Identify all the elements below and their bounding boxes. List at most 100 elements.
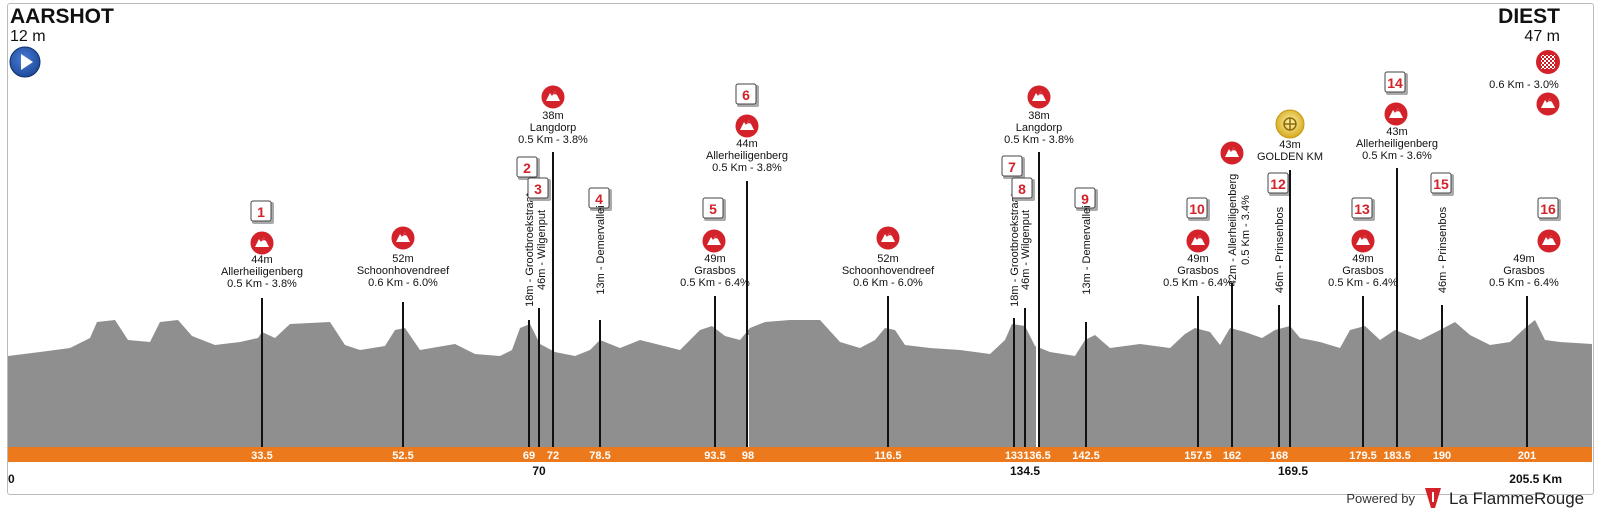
climb-number-box <box>1537 197 1559 219</box>
climb-stat: 0.6 Km - 6.0% <box>853 277 923 289</box>
climb-number-box <box>250 200 272 222</box>
climb-stat: 0.5 Km - 6.4% <box>1328 277 1398 289</box>
km-marker-label: 179.5 <box>1349 450 1377 462</box>
km-sub-label: 169.5 <box>1278 464 1308 478</box>
climb-name: Allerheiligenberg <box>221 266 303 278</box>
climb-stat: 0.5 Km - 6.4% <box>680 277 750 289</box>
climb-stat: 0.5 Km - 3.8% <box>1004 134 1074 146</box>
climb-name: Grasbos <box>1503 265 1545 277</box>
climb-stat: 0.5 Km - 3.6% <box>1362 150 1432 162</box>
axis-start-label: 0 <box>8 472 15 486</box>
axis-end-label: 205.5 Km <box>1509 472 1562 486</box>
climb-vertical-stat: 0.5 Km - 3.4% <box>1240 195 1252 265</box>
km-marker-label: 190 <box>1433 450 1451 462</box>
climb-altitude: 52m <box>392 253 413 265</box>
km-marker-label: 183.5 <box>1383 450 1411 462</box>
climb-stat: 0.5 Km - 3.8% <box>227 278 297 290</box>
km-marker-label: 69 <box>523 450 535 462</box>
climb-stat: 0.5 Km - 6.4% <box>1489 277 1559 289</box>
climb-altitude: 49m <box>1352 253 1373 265</box>
climb-stat: 0.5 Km - 6.4% <box>1163 277 1233 289</box>
climb-number: 16 <box>1540 201 1556 217</box>
climb-name: GOLDEN KM <box>1257 151 1323 163</box>
climb-altitude: 44m <box>736 138 757 150</box>
climb-number-box <box>1011 177 1033 199</box>
mountain-icon <box>1026 84 1052 110</box>
flammerouge-logo-icon <box>1425 488 1441 508</box>
climb-vertical-label: 13m - Demervallei <box>1081 205 1093 294</box>
profile-frame <box>7 3 1594 495</box>
climb-number-box <box>1074 187 1096 209</box>
climb-name: Grasbos <box>1177 265 1219 277</box>
climb-altitude: 49m <box>1187 253 1208 265</box>
km-marker-label: 157.5 <box>1184 450 1212 462</box>
climb-vertical-label: 18m - Grootbroekstraat <box>524 193 536 307</box>
climb-number-box <box>527 177 549 199</box>
mountain-icon <box>701 228 727 254</box>
climb-altitude: 38m <box>542 110 563 122</box>
km-marker-label: 72 <box>547 450 559 462</box>
start-play-icon <box>9 46 41 78</box>
km-marker-label: 201 <box>1518 450 1536 462</box>
climb-number-box <box>1384 71 1406 93</box>
mountain-icon <box>1185 228 1211 254</box>
climb-number-box <box>516 156 538 178</box>
finish-city: DIEST <box>1498 5 1560 28</box>
climb-number-box <box>1351 197 1373 219</box>
climb-name: Schoonhovendreef <box>842 265 935 277</box>
climb-vertical-label: 13m - Demervallei <box>595 205 607 294</box>
mountain-icon <box>1350 228 1376 254</box>
climb-name: Langdorp <box>530 122 577 134</box>
km-marker-label: 116.5 <box>875 450 902 462</box>
climb-number-box <box>1267 172 1289 194</box>
climb-number: 5 <box>709 201 717 217</box>
terrain-ridge <box>8 320 1592 447</box>
climb-name: Allerheiligenberg <box>1356 138 1438 150</box>
climb-number: 12 <box>1270 176 1286 192</box>
climb-number: 14 <box>1387 75 1403 91</box>
finish-flag-icon <box>1536 50 1560 74</box>
climb-altitude: 38m <box>1028 110 1049 122</box>
climb-vertical-label: 46m - Wilgenput <box>1020 210 1032 290</box>
climb-name: Schoonhovendreef <box>357 265 450 277</box>
mountain-icon <box>249 230 275 256</box>
mountain-icon <box>875 225 901 251</box>
climb-vertical-label: 42m - Allerheiligenberg <box>1227 174 1239 287</box>
km-marker-label: 162 <box>1223 450 1241 462</box>
climb-name: Grasbos <box>1342 265 1384 277</box>
climb-name: Allerheiligenberg <box>706 150 788 162</box>
climb-number: 9 <box>1081 191 1089 207</box>
climb-number: 10 <box>1189 201 1205 217</box>
climb-stat: 0.5 Km - 3.8% <box>518 134 588 146</box>
brand-name: La FlammeRouge <box>1449 489 1584 508</box>
final-climb-stat: 0.6 Km - 3.0% <box>1489 79 1559 91</box>
climb-stat: 0.6 Km - 6.0% <box>368 277 438 289</box>
climb-number: 1 <box>257 204 265 220</box>
climb-altitude: 43m <box>1386 126 1407 138</box>
golden-km-icon <box>1275 109 1305 139</box>
climb-vertical-label: 18m - Grootbroekstraat <box>1009 193 1021 307</box>
km-marker-label: 136.5 <box>1023 450 1051 462</box>
climb-number-box <box>702 197 724 219</box>
powered-by-text: Powered by <box>1346 491 1415 506</box>
mountain-icon <box>1219 140 1245 166</box>
climb-number-box <box>588 187 610 209</box>
mountain-icon <box>734 113 760 139</box>
climb-altitude: 52m <box>877 253 898 265</box>
km-marker-label: 78.5 <box>589 450 610 462</box>
